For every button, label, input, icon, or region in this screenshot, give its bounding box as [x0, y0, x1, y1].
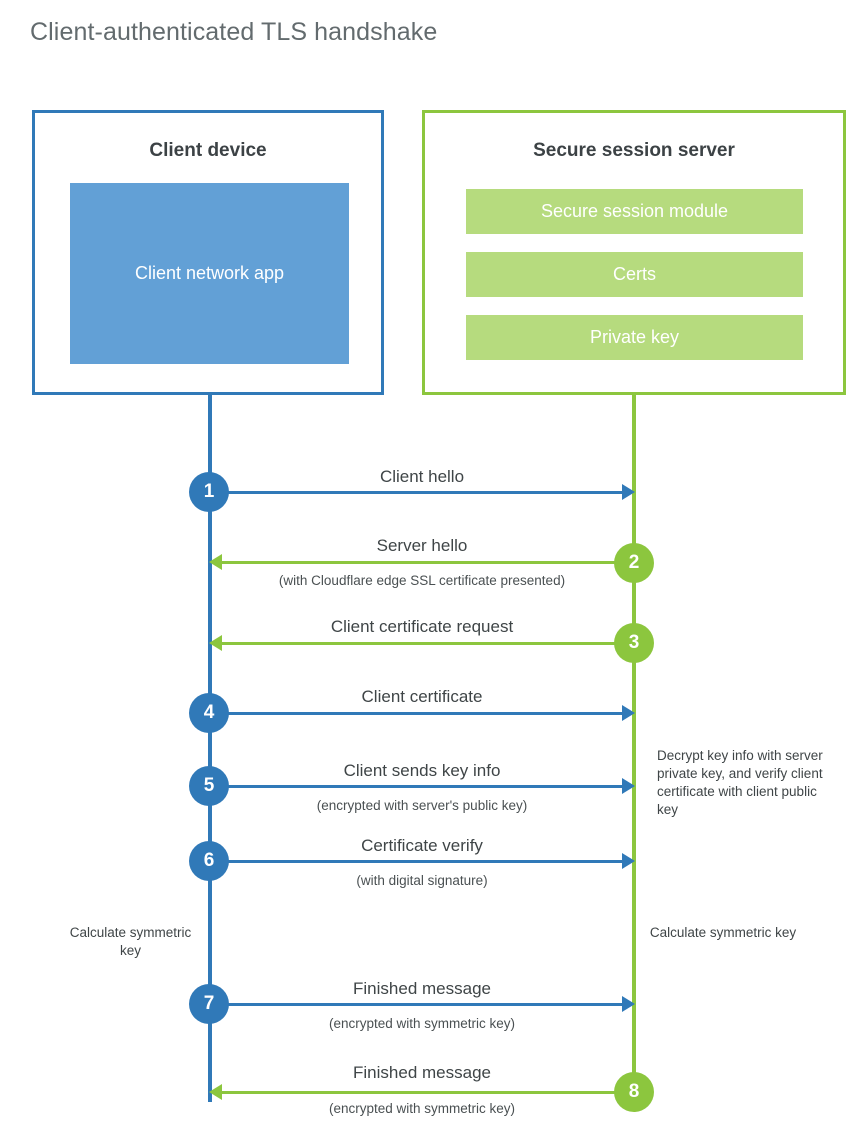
secure-session-server-box: Secure session server Secure session mod…: [422, 110, 846, 395]
step-8-label: Finished message: [353, 1063, 491, 1082]
step-4-arrow-head: [622, 705, 635, 721]
step-6-arrow-line: [210, 860, 626, 863]
step-1-badge: 1: [189, 472, 229, 512]
step-5-label: Client sends key info: [343, 761, 501, 780]
client-lifeline: [208, 393, 212, 1102]
step-7-label: Finished message: [353, 979, 491, 998]
step-2-arrow-line: [222, 561, 634, 564]
server-component-certs: Certs: [466, 252, 803, 297]
step-4-label: Client certificate: [361, 687, 483, 706]
server-component-secure-session-module: Secure session module: [466, 189, 803, 234]
step-2-arrow-head: [209, 554, 222, 570]
step-8-sublabel: (encrypted with symmetric key): [328, 1101, 516, 1116]
step-7-badge: 7: [189, 984, 229, 1024]
step-7-arrow-line: [210, 1003, 626, 1006]
step-3-arrow-head: [209, 635, 222, 651]
step-1-arrow-head: [622, 484, 635, 500]
step-3-arrow-line: [222, 642, 634, 645]
step-6-label: Certificate verify: [361, 836, 483, 855]
calculate-symmetric-key-server-note: Calculate symmetric key: [649, 925, 797, 940]
step-2-badge: 2: [614, 543, 654, 583]
client-network-app-block: Client network app: [70, 183, 349, 364]
decrypt-key-info-note: Decrypt key info with server private key…: [657, 748, 823, 817]
server-component-private-key: Private key: [466, 315, 803, 360]
step-5-arrow-line: [210, 785, 626, 788]
step-5-sublabel: (encrypted with server's public key): [316, 798, 528, 813]
step-6-sublabel: (with digital signature): [356, 873, 488, 888]
step-6-badge: 6: [189, 841, 229, 881]
step-8-arrow-head: [209, 1084, 222, 1100]
step-1-label: Client hello: [379, 467, 465, 486]
page-title: Client-authenticated TLS handshake: [30, 18, 438, 46]
step-3-badge: 3: [614, 623, 654, 663]
step-4-badge: 4: [189, 693, 229, 733]
step-8-badge: 8: [614, 1072, 654, 1112]
server-lifeline: [632, 393, 636, 1092]
secure-session-server-title: Secure session server: [533, 140, 735, 161]
step-2-label: Server hello: [376, 536, 468, 555]
step-7-sublabel: (encrypted with symmetric key): [328, 1016, 516, 1031]
step-3-label: Client certificate request: [330, 617, 514, 636]
step-8-arrow-line: [222, 1091, 634, 1094]
step-1-arrow-line: [210, 491, 626, 494]
step-2-sublabel: (with Cloudflare edge SSL certificate pr…: [278, 573, 566, 588]
calculate-symmetric-key-client-note: Calculate symmetric key: [69, 925, 192, 958]
step-5-arrow-head: [622, 778, 635, 794]
step-5-badge: 5: [189, 766, 229, 806]
step-4-arrow-line: [210, 712, 626, 715]
step-6-arrow-head: [622, 853, 635, 869]
client-device-box: Client device Client network app: [32, 110, 384, 395]
step-7-arrow-head: [622, 996, 635, 1012]
client-device-title: Client device: [149, 140, 267, 161]
